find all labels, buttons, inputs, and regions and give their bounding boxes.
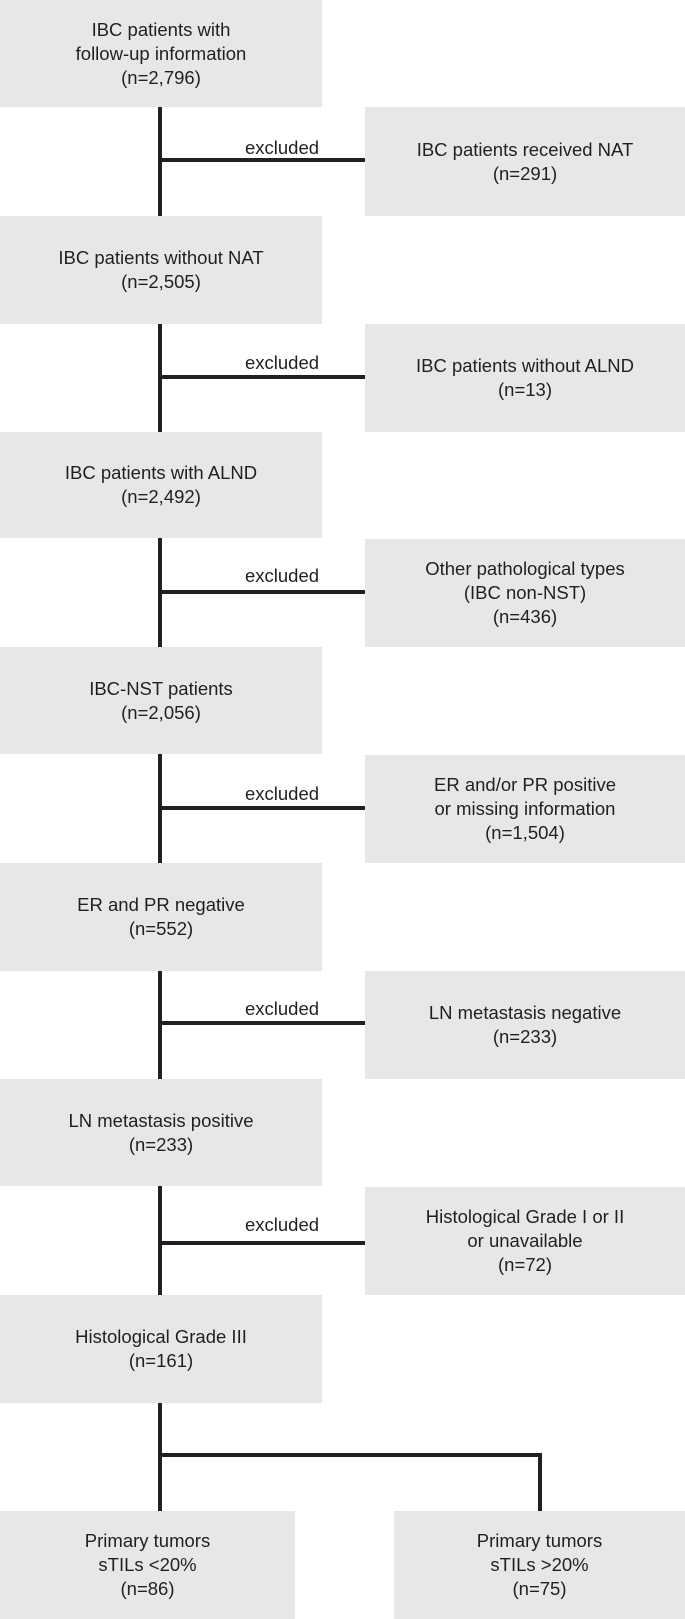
excluded-label: excluded bbox=[244, 565, 320, 586]
excluded-label: excluded bbox=[244, 1214, 320, 1235]
connector-excl-2 bbox=[158, 590, 365, 594]
step-box-ln-positive: LN metastasis positive (n=233) bbox=[0, 1079, 322, 1186]
excluded-count: (n=233) bbox=[492, 1026, 558, 1047]
excluded-text: IBC patients received NAT bbox=[416, 138, 634, 160]
excluded-text: Other pathological types bbox=[425, 558, 625, 579]
excluded-label: excluded bbox=[244, 783, 320, 804]
connector-excl-0 bbox=[158, 158, 365, 162]
step-count: (n=2,796) bbox=[121, 66, 201, 88]
connector-excl-4 bbox=[158, 1021, 365, 1025]
step-box-ibc-nst: IBC-NST patients (n=2,056) bbox=[0, 647, 322, 754]
final-text: sTILs >20% bbox=[490, 1554, 589, 1575]
step-count: (n=233) bbox=[128, 1133, 194, 1155]
connector-main-5 bbox=[158, 1186, 162, 1295]
excluded-box-grade-i-ii: Histological Grade I or II or unavailabl… bbox=[365, 1187, 685, 1295]
step-text: ER and PR negative bbox=[77, 894, 245, 915]
excluded-label: excluded bbox=[244, 998, 320, 1019]
final-text: Primary tumors bbox=[84, 1530, 211, 1551]
excluded-text: IBC patients without ALND bbox=[416, 355, 634, 376]
step-box-followup: IBC patients with follow-up information … bbox=[0, 0, 322, 107]
excluded-count: (n=72) bbox=[498, 1254, 552, 1275]
final-count: (n=86) bbox=[120, 1578, 175, 1599]
excluded-box-ln-negative: LN metastasis negative (n=233) bbox=[365, 971, 685, 1079]
connector-excl-5 bbox=[158, 1241, 365, 1245]
connector-split bbox=[158, 1453, 542, 1457]
excluded-box-received-nat: IBC patients received NAT (n=291) bbox=[365, 107, 685, 216]
step-box-er-pr-negative: ER and PR negative (n=552) bbox=[0, 863, 322, 971]
excluded-count: (n=436) bbox=[492, 606, 558, 627]
final-text: Primary tumors bbox=[476, 1530, 603, 1551]
excluded-box-without-alnd: IBC patients without ALND (n=13) bbox=[365, 324, 685, 432]
excluded-box-er-pr-positive: ER and/or PR positive or missing informa… bbox=[365, 755, 685, 863]
step-text: IBC patients with bbox=[91, 18, 231, 40]
excluded-label: excluded bbox=[244, 137, 320, 158]
excluded-text: LN metastasis negative bbox=[428, 1002, 622, 1023]
excluded-text: Histological Grade I or II bbox=[425, 1206, 625, 1227]
step-box-with-alnd: IBC patients with ALND (n=2,492) bbox=[0, 432, 322, 538]
excluded-text: or missing information bbox=[434, 798, 616, 819]
step-box-without-nat: IBC patients without NAT (n=2,505) bbox=[0, 216, 322, 324]
final-count: (n=75) bbox=[512, 1578, 567, 1599]
step-text: IBC patients without NAT bbox=[58, 247, 264, 268]
connector-main-4 bbox=[158, 971, 162, 1079]
step-text: IBC patients with ALND bbox=[64, 462, 258, 483]
excluded-text: ER and/or PR positive bbox=[433, 774, 616, 795]
step-box-grade-iii: Histological Grade III (n=161) bbox=[0, 1295, 322, 1403]
step-text: IBC-NST patients bbox=[89, 677, 233, 699]
step-text: follow-up information bbox=[75, 42, 247, 64]
connector-excl-1 bbox=[158, 375, 365, 379]
connector-final-right bbox=[538, 1453, 542, 1511]
step-count: (n=2,505) bbox=[121, 271, 201, 292]
excluded-count: (n=1,504) bbox=[485, 822, 565, 843]
final-text: sTILs <20% bbox=[98, 1554, 197, 1575]
final-box-stils-low: Primary tumors sTILs <20% (n=86) bbox=[0, 1511, 295, 1619]
step-count: (n=2,056) bbox=[121, 701, 201, 723]
step-count: (n=161) bbox=[128, 1350, 194, 1371]
step-text: LN metastasis positive bbox=[68, 1109, 254, 1131]
excluded-text: or unavailable bbox=[467, 1230, 583, 1251]
connector-main-6 bbox=[158, 1403, 162, 1511]
excluded-box-other-types: Other pathological types (IBC non-NST) (… bbox=[365, 539, 685, 647]
excluded-count: (n=13) bbox=[498, 379, 552, 400]
step-count: (n=552) bbox=[128, 918, 194, 939]
step-count: (n=2,492) bbox=[121, 486, 201, 507]
step-text: Histological Grade III bbox=[75, 1326, 247, 1347]
excluded-label: excluded bbox=[244, 352, 320, 373]
excluded-text: (IBC non-NST) bbox=[463, 582, 587, 603]
final-box-stils-high: Primary tumors sTILs >20% (n=75) bbox=[394, 1511, 685, 1619]
excluded-count: (n=291) bbox=[492, 162, 558, 184]
connector-excl-3 bbox=[158, 806, 365, 810]
